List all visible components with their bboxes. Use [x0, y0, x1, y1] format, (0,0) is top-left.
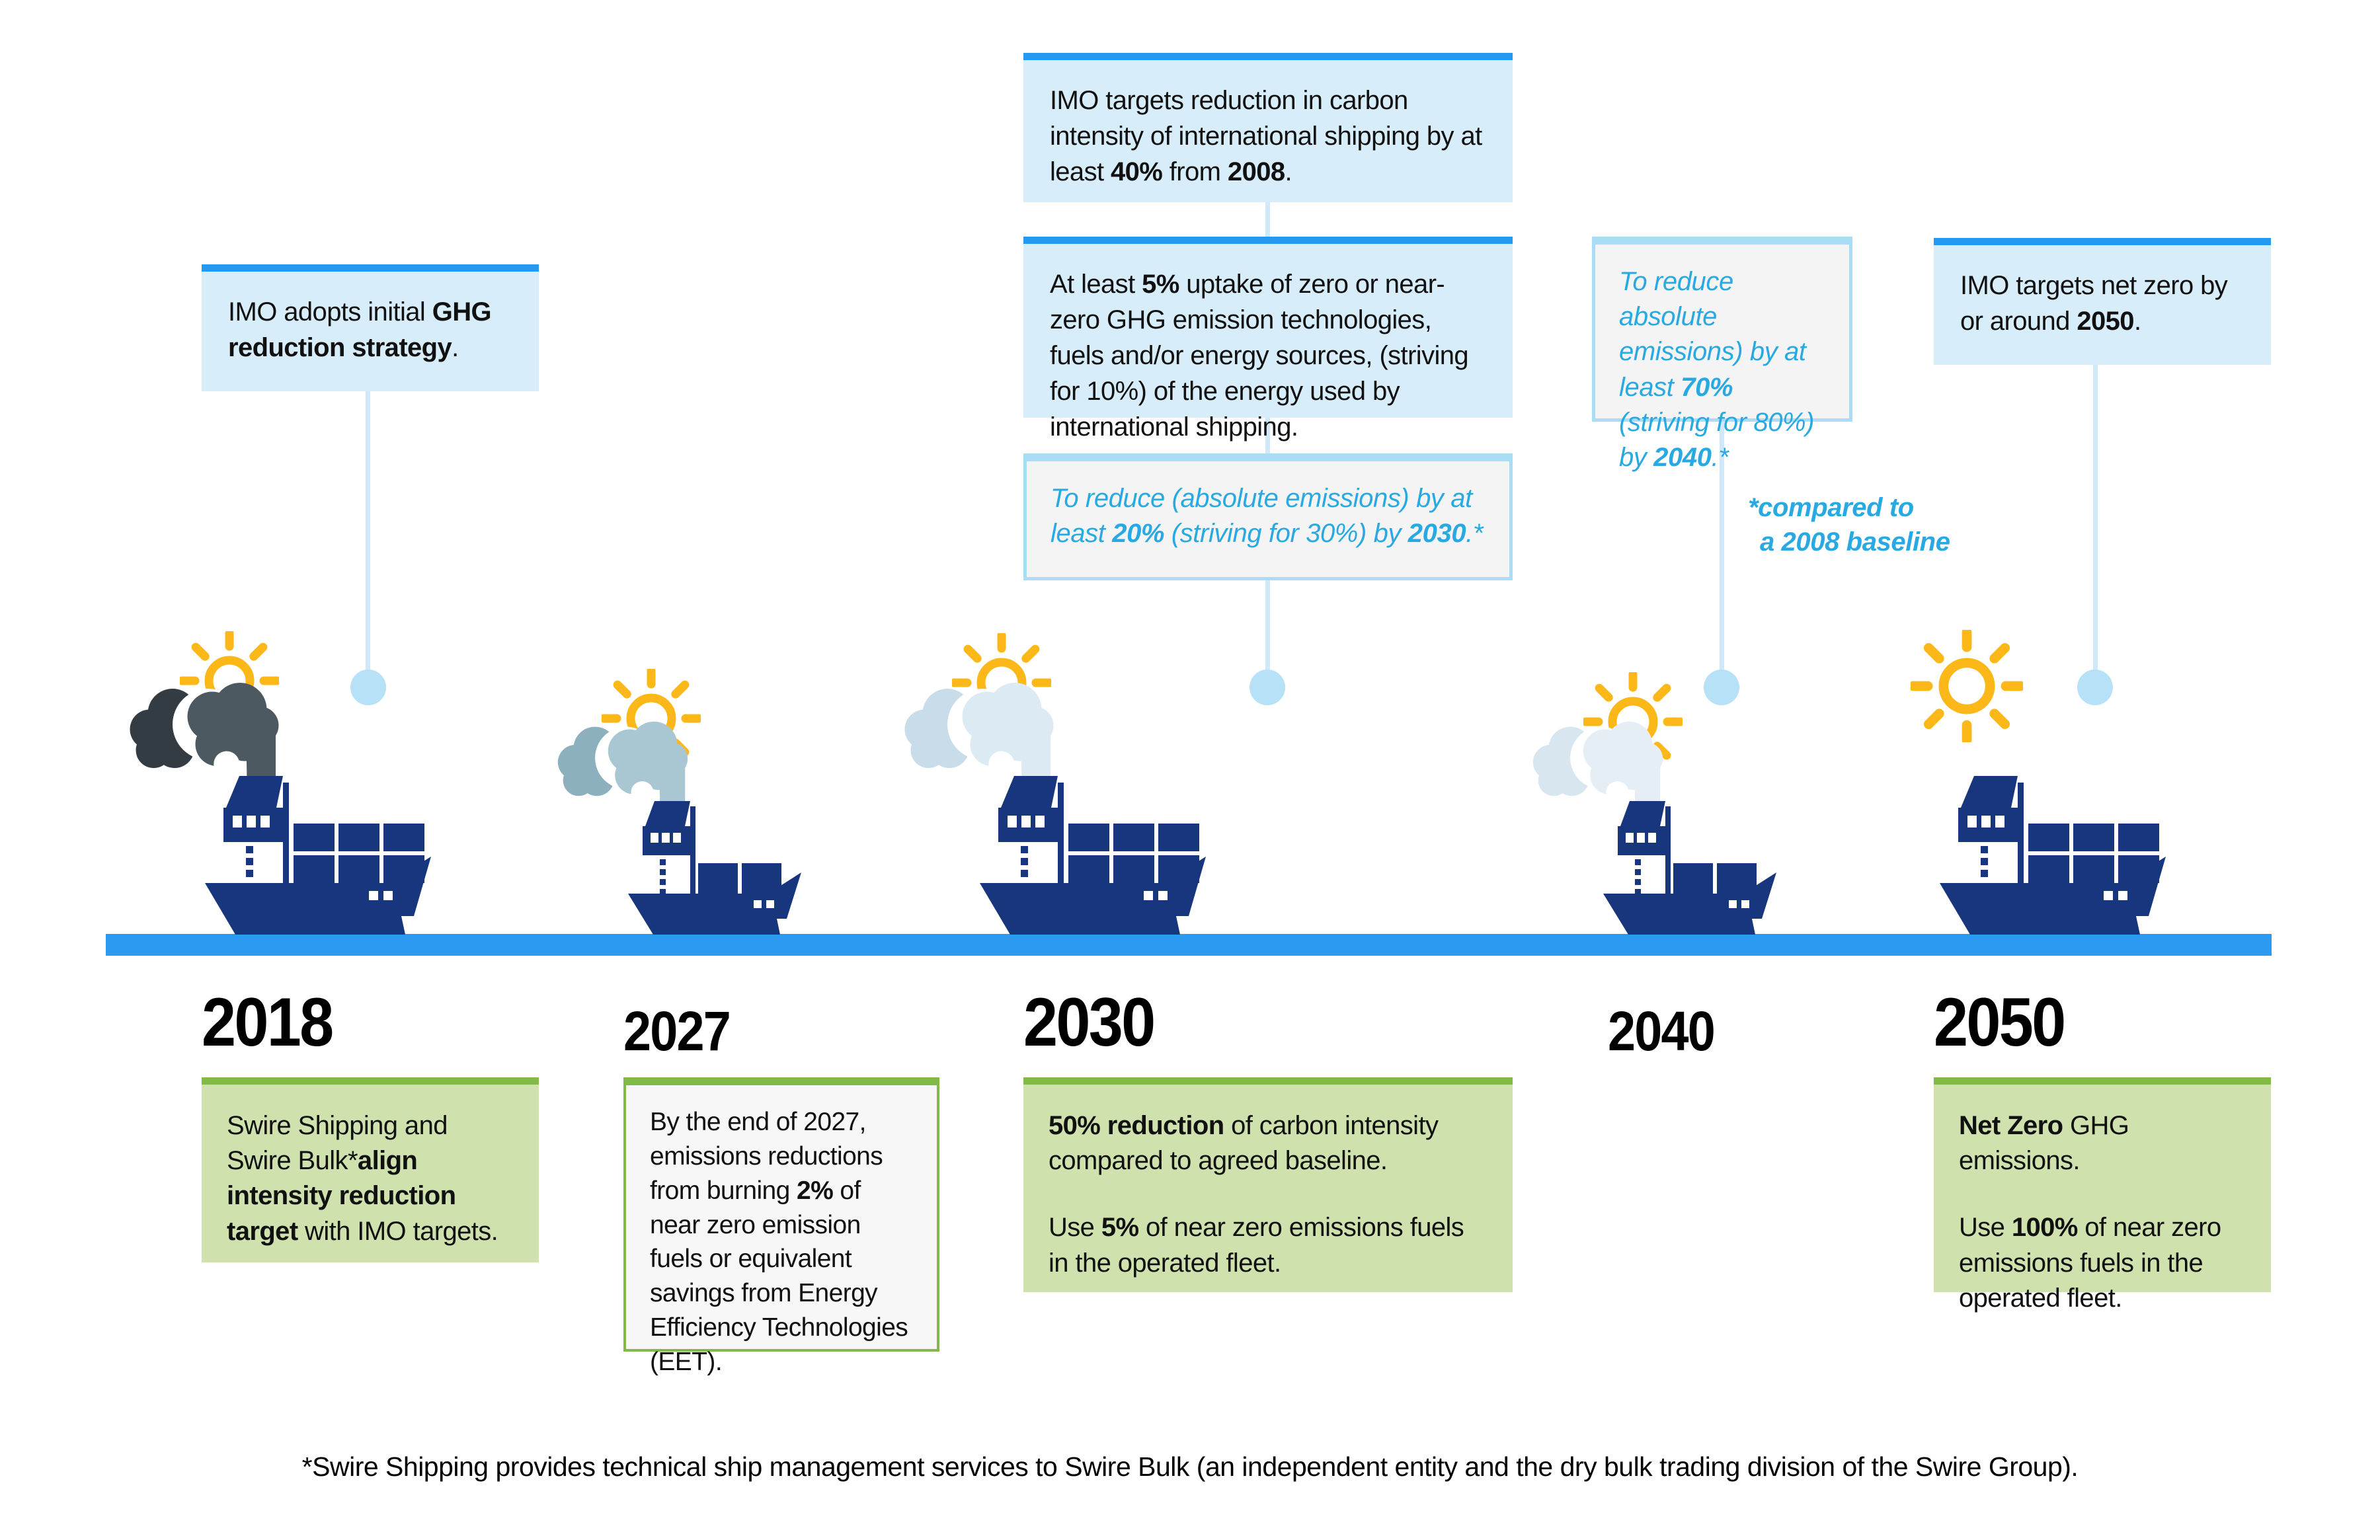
- imo-fuel-uptake-text: At least 5% uptake of zero or near-zero …: [1050, 270, 1469, 442]
- container-ship-icon-2040: [1603, 801, 1776, 935]
- swire-goal-box-2030: 50% reduction of carbon intensity compar…: [1023, 1077, 1513, 1292]
- swire-goal-text-2030-p2: Use 5% of near zero emissions fuels in t…: [1049, 1213, 1464, 1278]
- smoke-cloud-icon-2040: [1532, 721, 1663, 806]
- imo-net-zero-box-2050: IMO targets net zero by or around 2050.: [1934, 238, 2271, 365]
- swire-goal-box-2027: By the end of 2027, emissions reductions…: [623, 1077, 939, 1376]
- connector-line-2030-c: [1265, 580, 1270, 687]
- container-ship-icon-2027: [628, 801, 801, 935]
- year-label-2027: 2027: [623, 1000, 731, 1062]
- connector-line-2040: [1720, 422, 1724, 687]
- swire-goal-text-2027: By the end of 2027, emissions reductions…: [650, 1108, 908, 1377]
- imo-fuel-uptake-box-2030: At least 5% uptake of zero or near-zero …: [1023, 237, 1513, 442]
- connector-dot-2030: [1250, 670, 1285, 705]
- swire-goal-text-2018: Swire Shipping and Swire Bulk*align inte…: [227, 1111, 498, 1246]
- absolute-emissions-target-text-2040: To reduce absolute emissions) by at leas…: [1619, 267, 1815, 472]
- absolute-emissions-target-box-2030: To reduce (absolute emissions) by at lea…: [1023, 453, 1513, 580]
- imo-strategy-text: IMO adopts initial GHG reduction strateg…: [228, 297, 492, 362]
- container-ship-icon-2018: [205, 776, 431, 935]
- year-label-2040: 2040: [1608, 1000, 1716, 1062]
- connector-line-2030-b: [1265, 418, 1270, 453]
- swire-goal-box-2050: Net Zero GHG emissions. Use 100% of near…: [1934, 1077, 2271, 1313]
- connector-line-2050: [2093, 365, 2098, 687]
- connector-dot-2050: [2077, 670, 2113, 705]
- smoke-cloud-icon-2027: [557, 721, 688, 806]
- year-label-2018: 2018: [202, 984, 334, 1061]
- page-footnote: *Swire Shipping provides technical ship …: [301, 1451, 2079, 1482]
- imo-carbon-intensity-text: IMO targets reduction in carbon intensit…: [1050, 86, 1482, 186]
- baseline-note-line1: *compared to: [1748, 493, 1914, 522]
- absolute-emissions-target-box-2040: To reduce absolute emissions) by at leas…: [1592, 237, 1852, 472]
- container-ship-icon-2030: [980, 776, 1206, 935]
- year-label-2030: 2030: [1023, 984, 1156, 1061]
- imo-strategy-box-2018: IMO adopts initial GHG reduction strateg…: [202, 264, 539, 391]
- year-label-2050: 2050: [1934, 984, 2066, 1061]
- connector-line-2018: [366, 391, 370, 687]
- connector-dot-2040: [1704, 670, 1739, 705]
- smoke-cloud-icon-2018: [130, 683, 279, 780]
- connector-dot-2018: [350, 670, 386, 705]
- imo-carbon-intensity-box-2030: IMO targets reduction in carbon intensit…: [1023, 53, 1513, 202]
- sun-icon-2050: [1911, 630, 2023, 742]
- baseline-note: *compared to a 2008 baseline: [1748, 490, 1966, 559]
- container-ship-icon-2050: [1940, 776, 2166, 935]
- swire-goal-text-2050-p2: Use 100% of near zero emissions fuels in…: [1959, 1213, 2221, 1313]
- swire-goal-text-2050-p1: Net Zero GHG emissions.: [1959, 1111, 2129, 1176]
- smoke-cloud-icon-2030: [904, 683, 1054, 780]
- swire-goal-text-2030-p1: 50% reduction of carbon intensity compar…: [1049, 1111, 1439, 1176]
- baseline-note-line2: a 2008 baseline: [1760, 527, 1950, 557]
- connector-line-2030-a: [1265, 202, 1270, 237]
- timeline-bar: [106, 934, 2272, 956]
- absolute-emissions-target-text-2030: To reduce (absolute emissions) by at lea…: [1051, 484, 1484, 549]
- swire-goal-box-2018: Swire Shipping and Swire Bulk*align inte…: [202, 1077, 539, 1262]
- imo-net-zero-text: IMO targets net zero by or around 2050.: [1960, 271, 2228, 336]
